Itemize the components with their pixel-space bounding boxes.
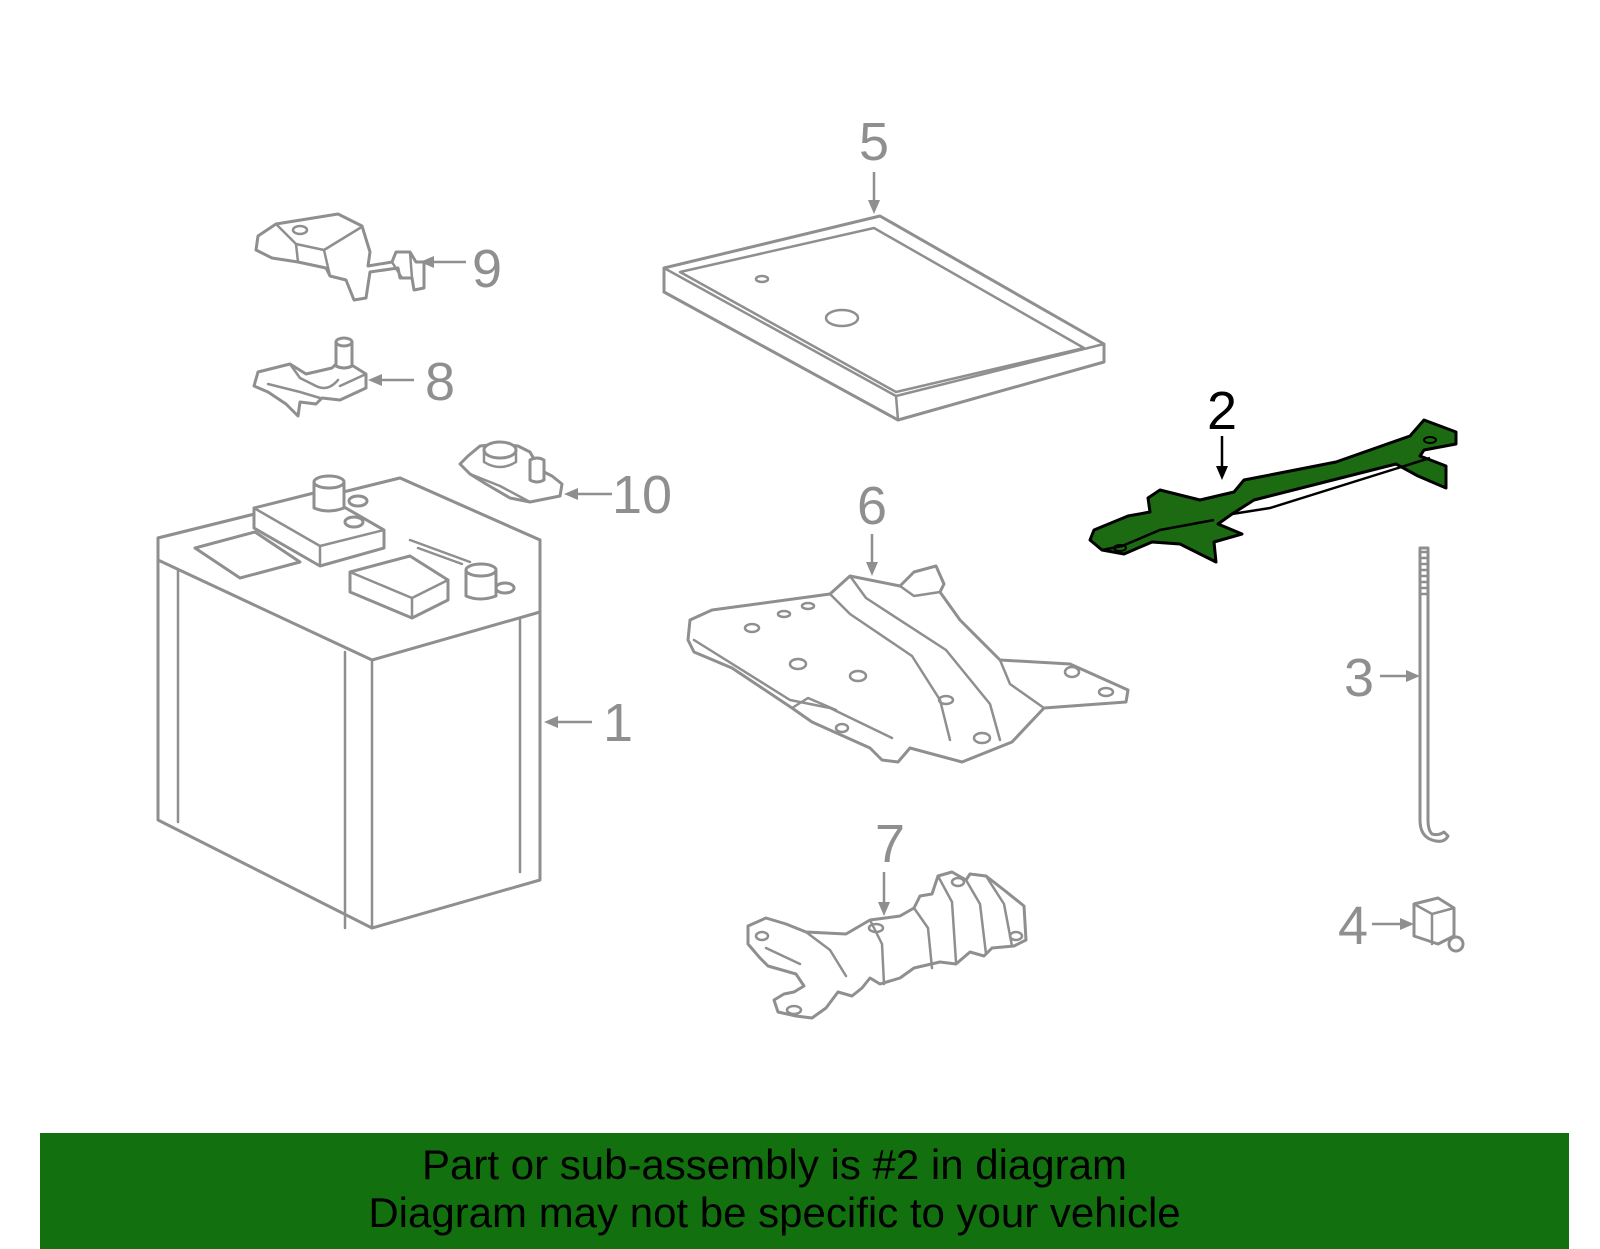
battery-tray-part-5[interactable] <box>662 214 1106 422</box>
info-banner: Part or sub-assembly is #2 in diagram Di… <box>40 1133 1569 1249</box>
bracket-part-7[interactable] <box>746 870 1028 1020</box>
callout-4: 4 <box>1338 896 1414 956</box>
callout-number-8: 8 <box>425 352 455 412</box>
callout-9: 9 <box>420 239 502 299</box>
hold-down-rod-part-3[interactable] <box>1418 546 1450 843</box>
callout-number-7: 7 <box>875 814 905 874</box>
callout-number-3: 3 <box>1344 648 1374 708</box>
callout-number-9: 9 <box>472 239 502 299</box>
nut-part-4[interactable] <box>1412 896 1465 953</box>
callout-number-2: 2 <box>1207 381 1237 441</box>
callout-10: 10 <box>564 465 672 525</box>
hold-down-clamp-part-2[interactable] <box>1088 418 1458 564</box>
callout-3: 3 <box>1344 648 1420 708</box>
callout-number-6: 6 <box>857 476 887 536</box>
callout-1: 1 <box>544 693 633 753</box>
callout-5: 5 <box>859 112 889 214</box>
callout-2: 2 <box>1207 381 1237 480</box>
callout-number-1: 1 <box>603 693 633 753</box>
callout-6: 6 <box>857 476 887 576</box>
terminal-cover-part-9[interactable] <box>254 212 426 302</box>
carrier-part-6[interactable] <box>686 564 1130 764</box>
callout-7: 7 <box>875 814 905 916</box>
callout-number-5: 5 <box>859 112 889 172</box>
terminal-part-8[interactable] <box>252 336 368 418</box>
clamp-part-10[interactable] <box>458 440 564 504</box>
callout-number-4: 4 <box>1338 896 1368 956</box>
callout-8: 8 <box>368 352 455 412</box>
banner-line-2: Diagram may not be specific to your vehi… <box>368 1189 1181 1236</box>
callout-number-10: 10 <box>612 465 672 525</box>
banner-line-1: Part or sub-assembly is #2 in diagram <box>422 1141 1127 1188</box>
battery-part-1[interactable] <box>156 474 542 930</box>
